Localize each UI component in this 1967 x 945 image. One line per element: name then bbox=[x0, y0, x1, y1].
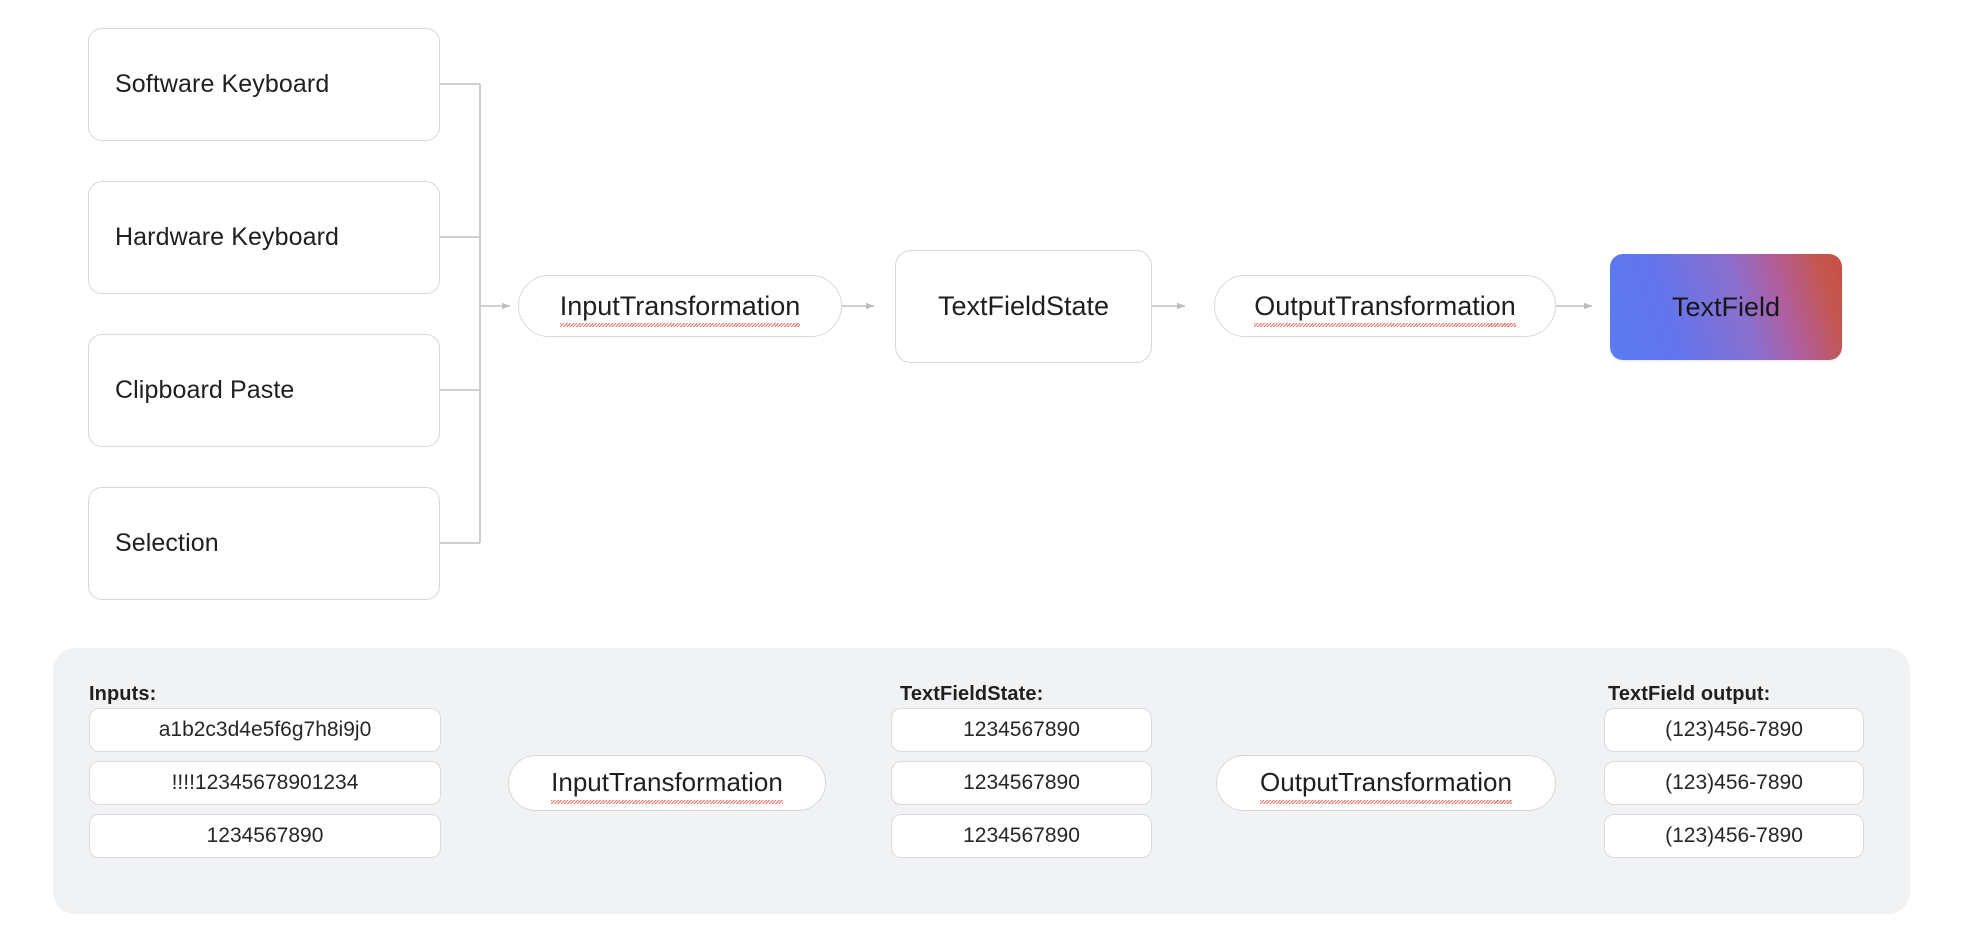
panel-output-transformation-label: OutputTransformation bbox=[1260, 767, 1512, 805]
panel-node-input-transformation[interactable]: InputTransformation bbox=[508, 755, 826, 811]
node-textfield-state[interactable]: TextFieldState bbox=[895, 250, 1152, 363]
panel-input-transformation-label: InputTransformation bbox=[551, 767, 783, 805]
output-value-box[interactable]: (123)456-7890 bbox=[1604, 761, 1864, 805]
column-label-inputs: Inputs: bbox=[89, 683, 157, 705]
source-box-selection[interactable]: Selection bbox=[88, 487, 440, 600]
state-value: 1234567890 bbox=[963, 771, 1080, 794]
source-label: Software Keyboard bbox=[115, 70, 330, 98]
node-textfield[interactable]: TextField bbox=[1610, 254, 1842, 360]
node-input-transformation[interactable]: InputTransformation bbox=[518, 275, 842, 337]
source-box-clipboard-paste[interactable]: Clipboard Paste bbox=[88, 334, 440, 447]
column-label-textfield-state: TextFieldState: bbox=[900, 683, 1044, 705]
state-value-box[interactable]: 1234567890 bbox=[891, 708, 1152, 752]
source-label: Selection bbox=[115, 529, 219, 557]
source-box-hardware-keyboard[interactable]: Hardware Keyboard bbox=[88, 181, 440, 294]
textfield-state-label: TextFieldState bbox=[937, 291, 1110, 321]
input-transformation-label: InputTransformation bbox=[559, 290, 801, 328]
input-value-box[interactable]: !!!!12345678901234 bbox=[89, 761, 441, 805]
textfield-label: TextField bbox=[1671, 291, 1781, 322]
source-box-software-keyboard[interactable]: Software Keyboard bbox=[88, 28, 440, 141]
panel-node-output-transformation[interactable]: OutputTransformation bbox=[1216, 755, 1556, 811]
input-value-box[interactable]: a1b2c3d4e5f6g7h8i9j0 bbox=[89, 708, 441, 752]
output-value-box[interactable]: (123)456-7890 bbox=[1604, 708, 1864, 752]
source-label: Hardware Keyboard bbox=[115, 223, 340, 251]
input-value: !!!!12345678901234 bbox=[171, 771, 359, 794]
input-value: 1234567890 bbox=[206, 824, 324, 847]
output-value: (123)456-7890 bbox=[1665, 718, 1803, 741]
column-label-textfield-output: TextField output: bbox=[1608, 683, 1771, 705]
state-value: 1234567890 bbox=[963, 718, 1080, 741]
state-value-box[interactable]: 1234567890 bbox=[891, 761, 1152, 805]
input-value-box[interactable]: 1234567890 bbox=[89, 814, 441, 858]
source-label: Clipboard Paste bbox=[115, 376, 295, 404]
input-value: a1b2c3d4e5f6g7h8i9j0 bbox=[158, 718, 372, 741]
output-value-box[interactable]: (123)456-7890 bbox=[1604, 814, 1864, 858]
state-value: 1234567890 bbox=[963, 824, 1080, 847]
state-value-box[interactable]: 1234567890 bbox=[891, 814, 1152, 858]
output-value: (123)456-7890 bbox=[1665, 771, 1803, 794]
output-value: (123)456-7890 bbox=[1665, 824, 1803, 847]
node-output-transformation[interactable]: OutputTransformation bbox=[1214, 275, 1556, 337]
output-transformation-label: OutputTransformation bbox=[1254, 290, 1516, 328]
